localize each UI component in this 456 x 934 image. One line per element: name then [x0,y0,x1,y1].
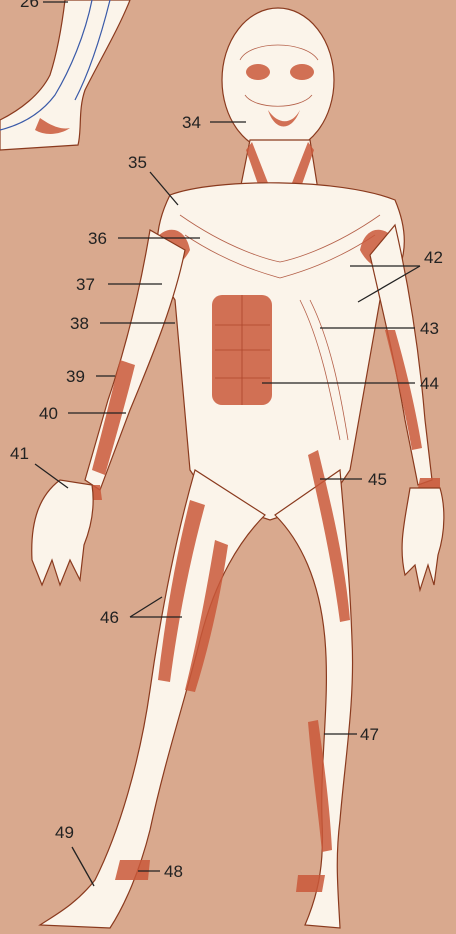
label-41: 41 [10,444,29,463]
label-40: 40 [39,404,58,423]
arm-right-side [370,225,444,590]
label-46: 46 [100,608,119,627]
label-42: 42 [424,248,443,267]
label-44: 44 [420,374,439,393]
label-43: 43 [420,319,439,338]
label-35: 35 [128,153,147,172]
label-49: 49 [55,823,74,842]
label-36: 36 [88,229,107,248]
label-39: 39 [66,367,85,386]
label-45: 45 [368,470,387,489]
label-38: 38 [70,314,89,333]
label-37: 37 [76,275,95,294]
label-47: 47 [360,725,379,744]
leg-vein-inset [0,0,130,150]
label-48: 48 [164,862,183,881]
label-34: 34 [182,113,201,132]
head [222,8,334,152]
label-26: 26 [20,0,39,11]
torso [150,183,404,520]
